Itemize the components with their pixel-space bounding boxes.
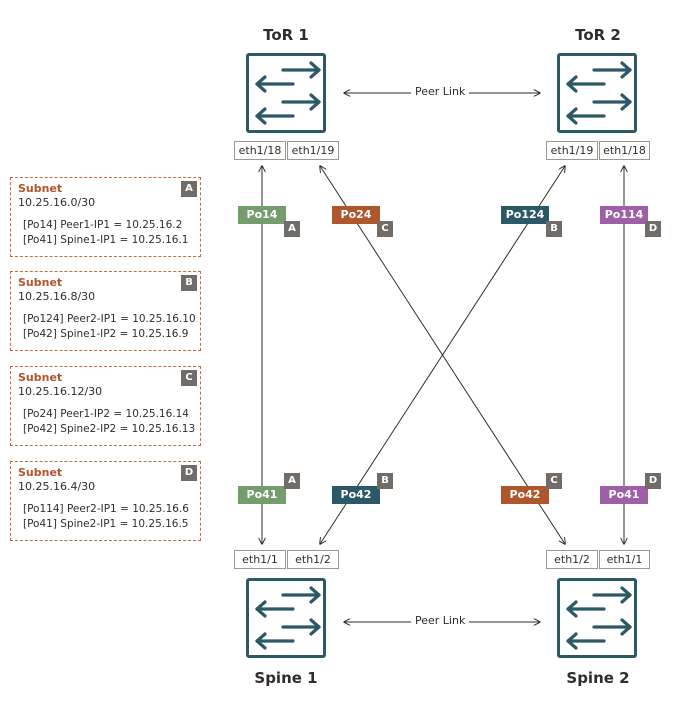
spine2-port-eth1-1[interactable]: eth1/1	[599, 550, 650, 569]
po-badge-po14-top: Po14	[238, 206, 286, 224]
subnet-peer-ip: [Po24] Peer1-IP2 = 10.25.16.14	[23, 408, 189, 420]
tor2-port-eth1-18[interactable]: eth1/18	[599, 141, 650, 160]
po-badge-po41-bottom-a: Po41	[238, 486, 286, 504]
spine1-title: Spine 1	[254, 669, 318, 687]
po-badge-po42-bottom-b: Po42	[332, 486, 380, 504]
subnet-tag: C	[181, 370, 197, 386]
tor1-port-eth1-19[interactable]: eth1/19	[287, 141, 339, 160]
spine2-port-eth1-2[interactable]: eth1/2	[546, 550, 598, 569]
po-badge-po42-bottom-c: Po42	[501, 486, 549, 504]
spine1-port-eth1-2[interactable]: eth1/2	[287, 550, 339, 569]
subnet-peer-ip: [Po14] Peer1-IP1 = 10.25.16.2	[23, 219, 183, 231]
subnet-box-a: Subnet 10.25.16.0/30 [Po14] Peer1-IP1 = …	[10, 177, 201, 257]
po-badge-po41-bottom-d: Po41	[600, 486, 648, 504]
tor1-port-eth1-18[interactable]: eth1/18	[234, 141, 286, 160]
tag-b-bottom: B	[377, 473, 393, 489]
subnet-peer-ip: [Po124] Peer2-IP1 = 10.25.16.10	[23, 313, 196, 325]
peer-link-bottom-label: Peer Link	[411, 614, 470, 628]
tor1-title: ToR 1	[263, 26, 309, 44]
switch-arrows-icon	[566, 586, 632, 650]
tor2-title: ToR 2	[575, 26, 621, 44]
subnet-peer-ip: [Po114] Peer2-IP1 = 10.25.16.6	[23, 503, 189, 515]
spine2-title: Spine 2	[566, 669, 630, 687]
subnet-spine-ip: [Po42] Spine1-IP2 = 10.25.16.9	[23, 328, 189, 340]
tor2-port-eth1-19[interactable]: eth1/19	[546, 141, 598, 160]
subnet-box-d: Subnet 10.25.16.4/30 [Po114] Peer2-IP1 =…	[10, 461, 201, 541]
peer-link-top-label: Peer Link	[411, 85, 470, 99]
link-b-line	[320, 166, 565, 544]
subnet-cidr: 10.25.16.0/30	[18, 196, 96, 209]
po-badge-po24-top: Po24	[332, 206, 380, 224]
tag-d-bottom: D	[645, 473, 661, 489]
subnet-box-c: Subnet 10.25.16.12/30 [Po24] Peer1-IP2 =…	[10, 366, 201, 446]
subnet-spine-ip: [Po41] Spine1-IP1 = 10.25.16.1	[23, 234, 189, 246]
subnet-cidr: 10.25.16.4/30	[18, 480, 96, 493]
tag-a-top: A	[284, 221, 300, 237]
po-badge-po114-top: Po114	[600, 206, 648, 224]
tag-d-top: D	[645, 221, 661, 237]
switch-arrows-icon	[255, 61, 321, 125]
subnet-box-b: Subnet 10.25.16.8/30 [Po124] Peer2-IP1 =…	[10, 271, 201, 351]
spine1-port-eth1-1[interactable]: eth1/1	[234, 550, 286, 569]
subnet-title: Subnet	[18, 371, 63, 384]
switch-arrows-icon	[566, 61, 632, 125]
tor2-switch-icon[interactable]	[557, 53, 637, 133]
tor1-switch-icon[interactable]	[246, 53, 326, 133]
spine2-switch-icon[interactable]	[557, 578, 637, 658]
subnet-tag: D	[181, 465, 197, 481]
subnet-title: Subnet	[18, 466, 63, 479]
po-badge-po124-top: Po124	[501, 206, 549, 224]
spine1-switch-icon[interactable]	[246, 578, 326, 658]
subnet-tag: A	[181, 181, 197, 197]
subnet-title: Subnet	[18, 182, 63, 195]
subnet-title: Subnet	[18, 276, 63, 289]
tag-b-top: B	[546, 221, 562, 237]
tag-a-bottom: A	[284, 473, 300, 489]
tag-c-bottom: C	[546, 473, 562, 489]
switch-arrows-icon	[255, 586, 321, 650]
subnet-cidr: 10.25.16.8/30	[18, 290, 96, 303]
tag-c-top: C	[377, 221, 393, 237]
subnet-cidr: 10.25.16.12/30	[18, 385, 103, 398]
subnet-spine-ip: [Po42] Spine2-IP2 = 10.25.16.13	[23, 423, 196, 435]
subnet-tag: B	[181, 275, 197, 291]
subnet-spine-ip: [Po41] Spine2-IP1 = 10.25.16.5	[23, 518, 189, 530]
